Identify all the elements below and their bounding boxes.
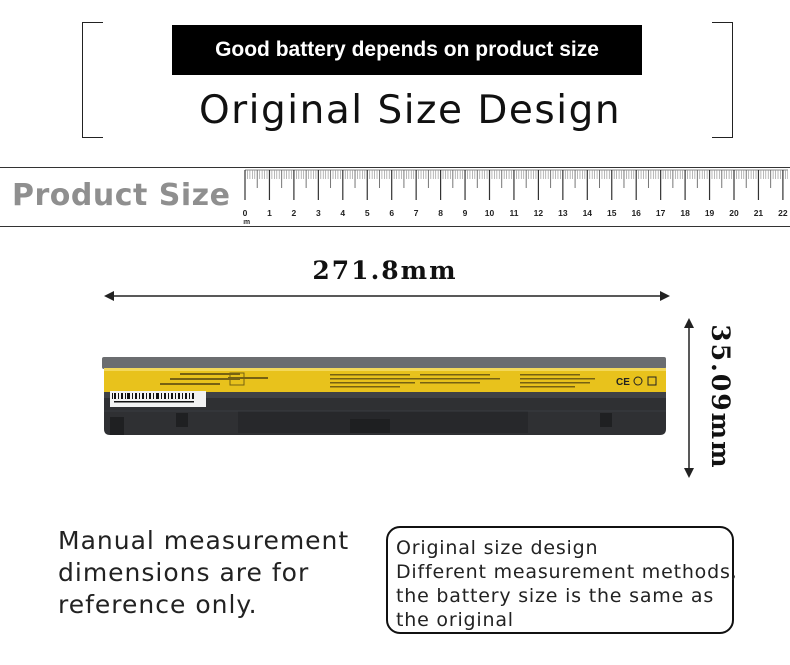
ruler-number: 2 <box>292 208 297 218</box>
ruler-number: 15 <box>607 208 617 218</box>
ruler-number: 0 <box>243 208 248 218</box>
ruler-number: 21 <box>754 208 764 218</box>
ruler-number: 1 <box>267 208 272 218</box>
band-bottom-line <box>0 226 790 227</box>
length-dimension-label: 271.8mm <box>312 256 458 285</box>
callout-line: the original <box>396 609 514 631</box>
battery-image: CE <box>102 357 666 435</box>
band-top-line <box>0 167 790 168</box>
callout-line: Different measurement methods, <box>396 561 738 583</box>
ruler: 012345678910111213141516171819202122cm <box>243 167 788 225</box>
ruler-number: 22 <box>778 208 788 218</box>
height-dimension-label: 35.09mm <box>706 324 735 470</box>
ruler-number: 17 <box>656 208 666 218</box>
measurement-note: Manual measurement dimensions are for re… <box>58 525 368 621</box>
ruler-number: 6 <box>389 208 394 218</box>
original-size-callout: Original size design Different measureme… <box>386 526 738 634</box>
callout-line: the battery size is the same as <box>396 585 715 607</box>
note-line: reference only. <box>58 590 258 619</box>
length-arrow <box>104 291 670 301</box>
callout-line: Original size design <box>396 537 599 559</box>
ruler-number: 12 <box>534 208 544 218</box>
ruler-number: 9 <box>463 208 468 218</box>
product-size-label: Product Size <box>12 178 231 213</box>
frame-bracket-right <box>712 22 733 138</box>
ruler-number: 14 <box>583 208 593 218</box>
banner-title: Good battery depends on product size <box>172 25 642 75</box>
frame-bracket-left <box>82 22 103 138</box>
ruler-number: 5 <box>365 208 370 218</box>
ruler-number: 8 <box>438 208 443 218</box>
ruler-number: 3 <box>316 208 321 218</box>
ruler-number: 7 <box>414 208 419 218</box>
ruler-number: 18 <box>680 208 690 218</box>
ruler-number: 13 <box>558 208 568 218</box>
headline-title: Original Size Design <box>198 88 622 133</box>
note-line: Manual measurement <box>58 526 350 555</box>
height-arrow <box>684 318 694 478</box>
ruler-number: 11 <box>509 208 518 218</box>
note-line: dimensions are for <box>58 558 310 587</box>
ruler-number: 10 <box>485 208 495 218</box>
ruler-unit: cm <box>243 219 250 225</box>
ruler-number: 4 <box>340 208 345 218</box>
ce-mark: CE <box>616 377 630 388</box>
ruler-number: 16 <box>631 208 641 218</box>
ruler-number: 19 <box>705 208 715 218</box>
ruler-number: 20 <box>729 208 739 218</box>
